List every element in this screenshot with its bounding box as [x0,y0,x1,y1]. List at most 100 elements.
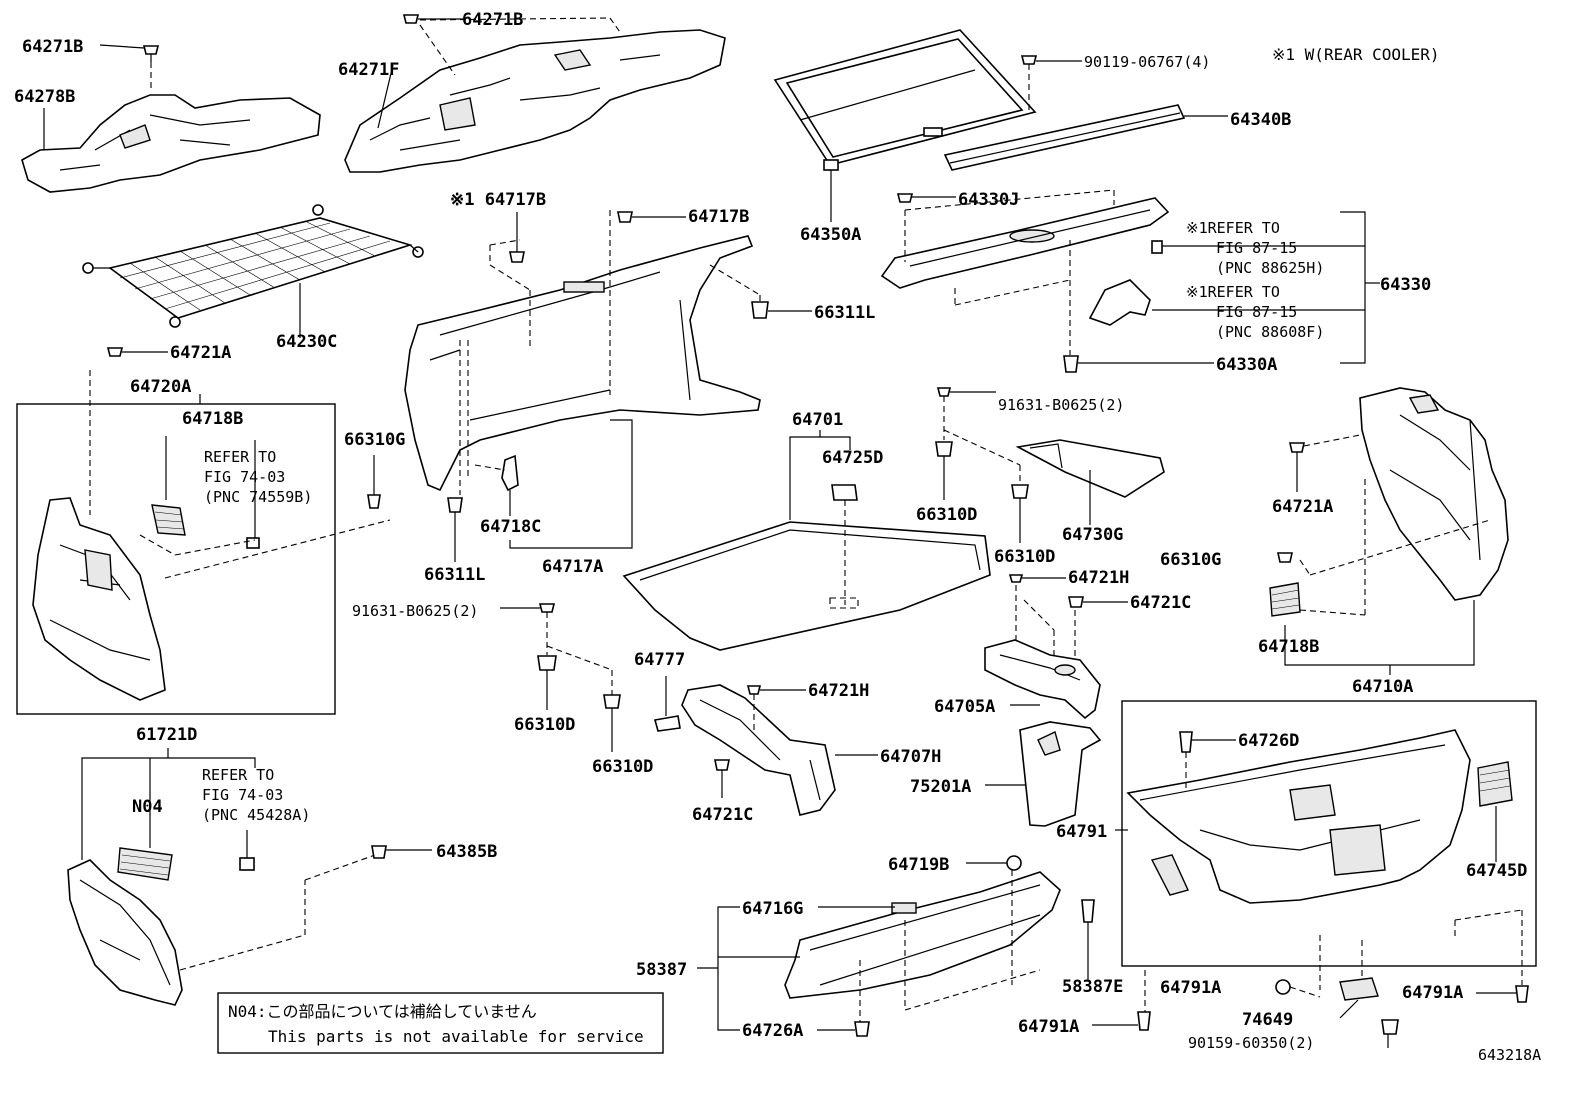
label-64721A-a: 64721A [170,343,231,363]
label-64726A: 64726A [742,1021,803,1041]
part-75201A [1019,721,1102,827]
part-88608F [1088,279,1151,326]
label-N04: N04 [132,797,163,817]
part-64718B-a [151,504,186,536]
label-64271B-a: 64271B [22,37,83,57]
clip-66311L-a [751,301,769,319]
clip-66310D-b [603,694,621,709]
label-90119: 90119-06767(4) [1084,53,1210,71]
ref-88625H-line-1: ※1REFER TO [1186,219,1280,237]
label-64730G: 64730G [1062,525,1123,545]
clip-64330A [1063,355,1079,373]
label-64721C-b: 64721C [692,805,753,825]
label-64719B: 64719B [888,855,949,875]
ref-88608F-line-3: (PNC 88608F) [1216,323,1324,341]
part-88625H [1151,240,1163,254]
part-64707H [681,684,836,816]
label-66311L-a: 66311L [814,303,875,323]
label-64705A: 64705A [934,697,995,717]
clip-64791A-b [1515,985,1529,1003]
label-66310D-c: 66310D [916,505,977,525]
box-64791 [1121,700,1537,967]
screw-91631-b [936,387,952,397]
label-64330A: 64330A [1216,355,1277,375]
label-64701: 64701 [792,410,843,430]
screw-90159 [1381,1019,1399,1035]
label-64720A: 64720A [130,377,191,397]
label-91631-a: 91631-B0625(2) [352,602,478,620]
notice-line-2: This parts is not available for service [268,1027,644,1046]
clip-64717B-a [509,251,525,263]
part-64720A-panel [32,497,166,701]
label-75201A: 75201A [910,777,971,797]
label-64777: 64777 [634,650,685,670]
screw-64721C-a [1068,596,1084,608]
label-64726D: 64726D [1238,731,1299,751]
label-64707H: 64707H [880,747,941,767]
part-64725D [831,484,858,501]
ref-88608F-line-2: FIG 87-15 [1216,303,1297,321]
clip-64385B [371,845,387,859]
label-64278B: 64278B [14,87,75,107]
part-64718B-b [1269,582,1301,617]
figure-id: 643218A [1478,1046,1541,1064]
part-64710A [1359,387,1509,601]
label-66310D-a: 66310D [514,715,575,735]
ref-74559B: REFER TO FIG 74-03 (PNC 74559B) [204,448,312,506]
label-64721C-a: 64721C [1130,593,1191,613]
notice-line-1: N04:この部品については補給していません [228,1002,537,1021]
label-64271F: 64271F [338,60,399,80]
clip-66310G-b [1277,552,1293,563]
part-64340B [943,104,1186,171]
part-64745D [1477,761,1513,807]
part-61721D [67,859,183,1006]
label-64721A-b: 64721A [1272,497,1333,517]
label-90159: 90159-60350(2) [1188,1034,1314,1052]
label-64717B-b: 64717B [688,207,749,227]
box-64720A [16,403,336,715]
clip-64791A-c [1137,1011,1151,1031]
label-64721H-a: 64721H [1068,568,1129,588]
part-N04 [117,847,173,881]
label-64791: 64791 [1056,822,1107,842]
label-66310G-a: 66310G [344,430,405,450]
label-64725D: 64725D [822,448,883,468]
label-64721H-b: 64721H [808,681,869,701]
label-64718B-a: 64718B [182,409,243,429]
rear-cooler-note: ※1 W(REAR COOLER) [1272,45,1440,64]
clip-64330J [896,193,914,203]
part-64791 [1126,729,1471,904]
label-64718B-b: 64718B [1258,637,1319,657]
clip-64717B-b [617,211,633,223]
part-64705A [984,639,1101,720]
screw-64721A-a [106,347,124,357]
label-66311L-b: 66311L [424,565,485,585]
ref-74559B-line-3: (PNC 74559B) [204,488,312,506]
part-64330 [880,197,1170,289]
clip-64726D [1179,731,1193,753]
label-64350A: 64350A [800,225,861,245]
clip-64726A [854,1021,870,1037]
clip-58387E [1081,899,1095,923]
clip-66310D-c [935,441,953,457]
label-64718C: 64718C [480,517,541,537]
label-64716G: 64716G [742,899,803,919]
clip-64271B-b [402,14,420,24]
part-74649 [1339,977,1379,1001]
label-64340B: 64340B [1230,110,1291,130]
clip-66310D-a [537,655,557,671]
screw-64721H-a [1008,574,1024,583]
label-58387: 58387 [636,960,687,980]
ref-45428A-line-3: (PNC 45428A) [202,806,310,824]
part-64718C [501,454,519,492]
label-64717B-a: ※1 64717B [450,190,546,210]
label-64330: 64330 [1380,275,1431,295]
label-64710A: 64710A [1352,677,1413,697]
clip-64271B-a [142,45,160,92]
label-64230C: 64230C [276,332,337,352]
label-66310D-b: 66310D [592,757,653,777]
part-64777 [653,715,681,732]
label-58387E: 58387E [1062,977,1123,997]
